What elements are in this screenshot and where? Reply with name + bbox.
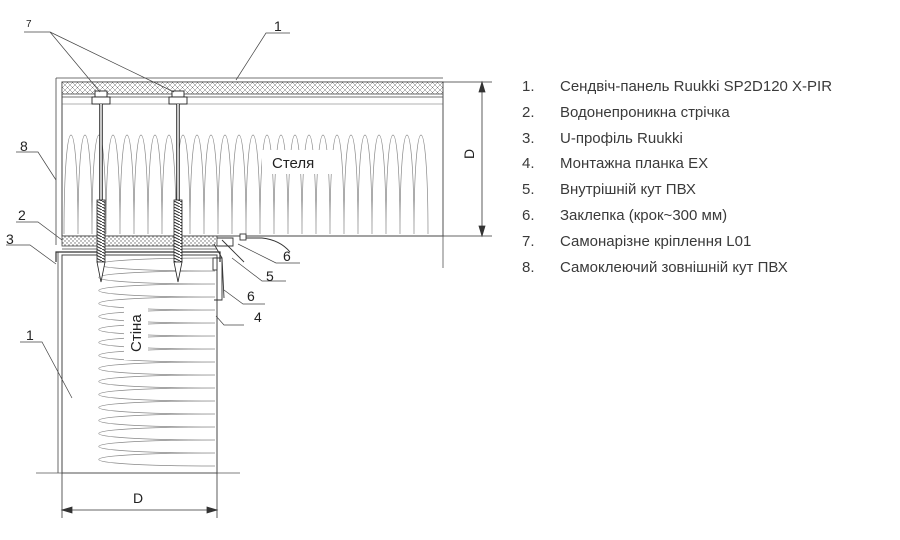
fastener-left [91,90,111,283]
legend-item: 7. Самонарізне кріплення L01 [522,229,832,255]
legend-number: 1. [522,78,535,95]
dim-roof-label: D [461,149,477,159]
legend-item: 1. Сендвіч-панель Ruukki SP2D120 X-PIR [522,74,832,100]
callout-3: 3 [6,231,14,247]
legend-number: 3. [522,129,535,147]
legend-text: Сендвіч-панель Ruukki SP2D120 X-PIR [560,78,833,95]
callout-1-top: 1 [274,18,282,34]
legend-item: 4. Монтажна планка EX [522,151,832,177]
legend-item: 5. Внутрішній кут ПВХ [522,177,832,203]
fastener-right [168,90,188,283]
legend-number: 4. [522,155,535,173]
ceiling-label: Стеля [272,155,314,172]
callout-2: 2 [18,207,26,223]
wall-insulation [98,257,216,467]
legend-number: 8. [522,258,535,276]
inner-corner [212,233,291,301]
callout-7: 7 [26,19,32,30]
legend-item: 2. Водонепроникна стрічка [522,100,832,126]
callout-leaders [6,31,300,399]
callout-8: 8 [20,138,28,154]
callout-numbers: 7 1 8 2 3 6 5 6 4 1 [6,18,291,343]
u-profile [55,251,221,262]
dimension-wall [60,473,219,518]
legend-item: 6. Заклепка (крок~300 мм) [522,203,832,229]
legend-text: Заклепка (крок~300 мм) [560,206,728,224]
legend-number: 2. [522,103,535,121]
legend-item: 8. Самоклеючий зовнішній кут ПВХ [522,255,832,281]
legend-text: Монтажна планка EX [560,155,709,173]
callout-1-wall: 1 [26,327,34,343]
legend-text: Самонарізне кріплення L01 [560,232,752,250]
waterproof-tape [61,235,218,247]
roof-panel [55,77,444,245]
roof-insulation [63,134,429,235]
dimension-roof [443,80,492,238]
wall-panel [57,252,218,474]
callout-6-bottom: 6 [247,288,255,304]
legend-text: Водонепроникна стрічка [560,103,730,121]
legend-text: U-профіль Ruukki [560,129,683,147]
callout-5: 5 [266,268,274,284]
legend-list: 1. Сендвіч-панель Ruukki SP2D120 X-PIR 2.… [522,74,832,280]
callout-4: 4 [254,309,262,325]
legend-text: Самоклеючий зовнішній кут ПВХ [560,258,788,276]
legend-item: 3. U-профіль Ruukki [522,126,832,152]
dim-wall-label: D [133,490,143,506]
junction-drawing: Стеля Стіна D D 7 1 8 2 3 6 [6,18,492,518]
legend-text: Внутрішній кут ПВХ [560,181,696,199]
wall-label: Стіна [128,314,145,352]
legend-number: 5. [522,181,535,199]
callout-6-top: 6 [283,248,291,264]
legend-number: 6. [522,206,535,224]
legend-number: 7. [522,232,535,250]
